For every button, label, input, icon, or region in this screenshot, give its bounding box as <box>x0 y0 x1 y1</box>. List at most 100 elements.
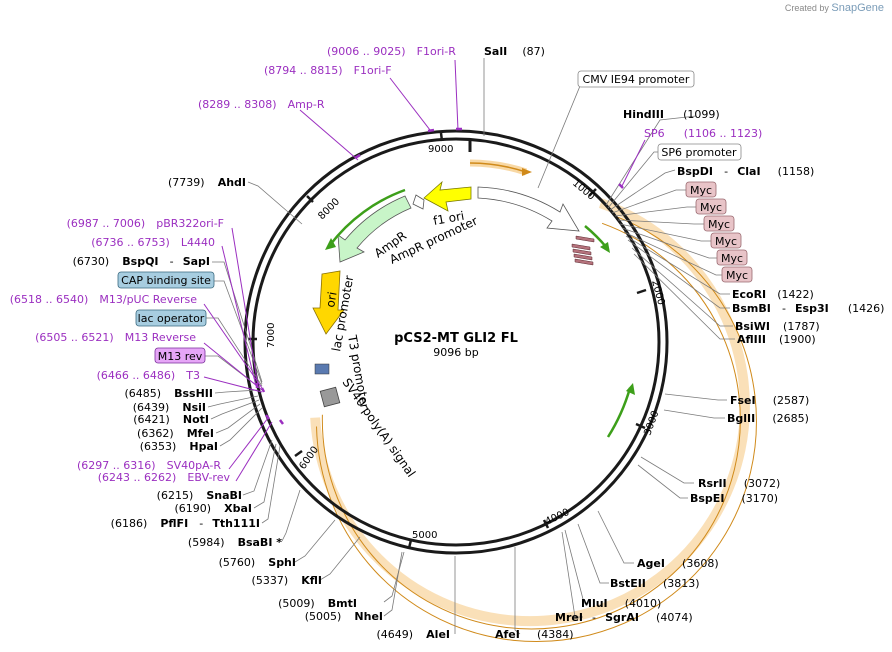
f1-ori-label: f1 ori <box>432 209 465 228</box>
site-bsteii-name: BstEII <box>610 577 646 590</box>
site-ahdi-name: AhdI <box>218 176 246 189</box>
site-hpai-name: HpaI <box>189 440 218 453</box>
site-bsmbi-name: BsmBI <box>732 302 771 315</box>
cmv-promoter-arrow <box>477 186 580 232</box>
site-bsiwi-name: BsiWI <box>735 320 770 333</box>
primer-l4440-name: L4440 <box>181 236 215 249</box>
site-sgrai-pos: (4074) <box>656 611 693 624</box>
site-alei-pos: (4649) <box>376 628 413 641</box>
insert-arc-outer <box>316 215 757 643</box>
site-bsabi: (5984) BsaBI * <box>188 531 282 550</box>
leader-lines <box>205 58 735 635</box>
site-sphi-pos: (5760) <box>219 556 256 569</box>
plasmid-length: 9096 bp <box>433 346 478 359</box>
primer-m13-reverse-range: (6505 .. 6521) <box>35 331 114 344</box>
site-bsiwi-pos: (1787) <box>783 320 820 333</box>
insert-green-line <box>606 387 632 438</box>
site-hindiii-pos: (1099) <box>683 108 720 121</box>
primer-f1ori-r-range: (9006 .. 9025) <box>327 45 406 58</box>
myc-labels: Myc Myc Myc Myc Myc Myc <box>685 181 753 283</box>
site-mrei: MreI - SgrAI (4074) <box>555 606 693 625</box>
site-ecori: EcoRI (1422) <box>732 283 814 302</box>
ori-arrow <box>312 270 345 335</box>
site-mlui-pos: (4010) <box>625 597 662 610</box>
site-agei-name: AgeI <box>637 557 665 570</box>
tick-label-8000: 8000 <box>316 196 342 222</box>
site-bspqi-pos: (6730) <box>73 255 110 268</box>
primer-l4440-range: (6736 .. 6753) <box>91 236 170 249</box>
site-sgrai-name: SgrAI <box>605 611 639 624</box>
site-esp3i-pos: (1426) <box>848 302 885 315</box>
cmv-promoter-box <box>577 70 695 88</box>
myc-label-1: Myc <box>690 184 712 197</box>
site-bspqi-name: BspQI <box>122 255 158 268</box>
primer-t3-name: T3 <box>185 369 200 382</box>
site-mlui-name: MluI <box>581 597 608 610</box>
site-sali: SalI (87) <box>484 40 545 59</box>
m13-rev-label: M13 rev <box>158 350 203 363</box>
site-hindiii: HindIII (1099) <box>623 103 720 122</box>
lac-operator-box <box>135 309 207 327</box>
site-rsrii-pos: (3072) <box>744 477 781 490</box>
site-bmti-pos: (5009) <box>278 597 315 610</box>
primer-pbr322ori-f-range: (6987 .. 7006) <box>67 217 146 230</box>
myc-label-5: Myc <box>721 252 743 265</box>
cmv-promoter-label: CMV IE94 promoter <box>583 73 690 86</box>
primer-f1ori-r: (9006 .. 9025) F1ori-R <box>327 40 456 59</box>
site-mfei-name: MfeI <box>187 427 214 440</box>
site-sapi-name: SapI <box>183 255 210 268</box>
ori-label: ori <box>323 291 339 309</box>
sp6-promoter-label: SP6 promoter <box>661 146 737 159</box>
site-ahdi-pos: (7739) <box>168 176 205 189</box>
primer-amp-r-range: (8289 .. 8308) <box>198 98 277 111</box>
site-bsshii-name: BssHII <box>174 387 213 400</box>
site-rsrii-name: RsrII <box>698 477 727 490</box>
site-noti: (6421) NotI <box>133 408 209 427</box>
cap-binding-site-box <box>117 271 215 289</box>
site-afei-name: AfeI <box>495 628 520 641</box>
site-kfli-pos: (5337) <box>252 574 289 587</box>
myc-label-3: Myc <box>708 218 730 231</box>
sp6-promoter-box <box>657 143 742 161</box>
tick-label-5000: 5000 <box>412 530 437 541</box>
site-bspqi-sep: - <box>170 255 174 268</box>
insert-arc-inner <box>321 222 741 630</box>
ampr-arrow <box>337 195 412 263</box>
primer-ebv-rev-range: (6243 .. 6262) <box>98 471 177 484</box>
site-bsteii: BstEII (3813) <box>610 572 700 591</box>
primer-sv40pa-r-name: SV40pA-R <box>167 459 222 472</box>
site-mlui: MluI (4010) <box>581 592 661 611</box>
backbone-inner <box>251 137 661 547</box>
site-bspei-name: BspEI <box>690 492 724 505</box>
site-afei-pos: (4384) <box>537 628 574 641</box>
credit-prefix: Created by <box>784 3 829 13</box>
primer-t3: (6466 .. 6486) T3 <box>97 364 200 383</box>
site-bmti-name: BmtI <box>328 597 357 610</box>
site-snabi: (6215) SnaBI <box>157 484 242 503</box>
site-nsii-name: NsiI <box>182 401 206 414</box>
site-snabi-name: SnaBI <box>206 489 242 502</box>
site-mfei: (6362) MfeI <box>137 422 214 441</box>
cmv-highlight <box>469 159 528 176</box>
site-alei-name: AleI <box>426 628 450 641</box>
primer-amp-r-name: Amp-R <box>288 98 325 111</box>
site-nhei-name: NheI <box>354 610 383 623</box>
site-kfli: (5337) KflI <box>252 569 322 588</box>
site-bsmbi-sep: - <box>782 302 786 315</box>
ampr-green-head <box>325 238 336 250</box>
primer-m13-puc-reverse: (6518 .. 6540) M13/pUC Reverse <box>10 288 198 307</box>
primer-m13-puc-reverse-range: (6518 .. 6540) <box>10 293 89 306</box>
site-agei-pos: (3608) <box>682 557 719 570</box>
site-pflfi-pos: (6186) <box>111 517 148 530</box>
site-nsii-pos: (6439) <box>133 401 170 414</box>
site-kfli-name: KflI <box>301 574 322 587</box>
site-bspei: BspEI (3170) <box>690 487 778 506</box>
site-mfei-pos: (6362) <box>137 427 174 440</box>
site-nhei-pos: (5005) <box>305 610 342 623</box>
site-esp3i-name: Esp3I <box>795 302 829 315</box>
myc-label-6: Myc <box>726 269 748 282</box>
tick-label-4000: 4000 <box>544 507 572 528</box>
primer-marks <box>255 127 624 425</box>
site-mrei-sep: - <box>592 611 596 624</box>
